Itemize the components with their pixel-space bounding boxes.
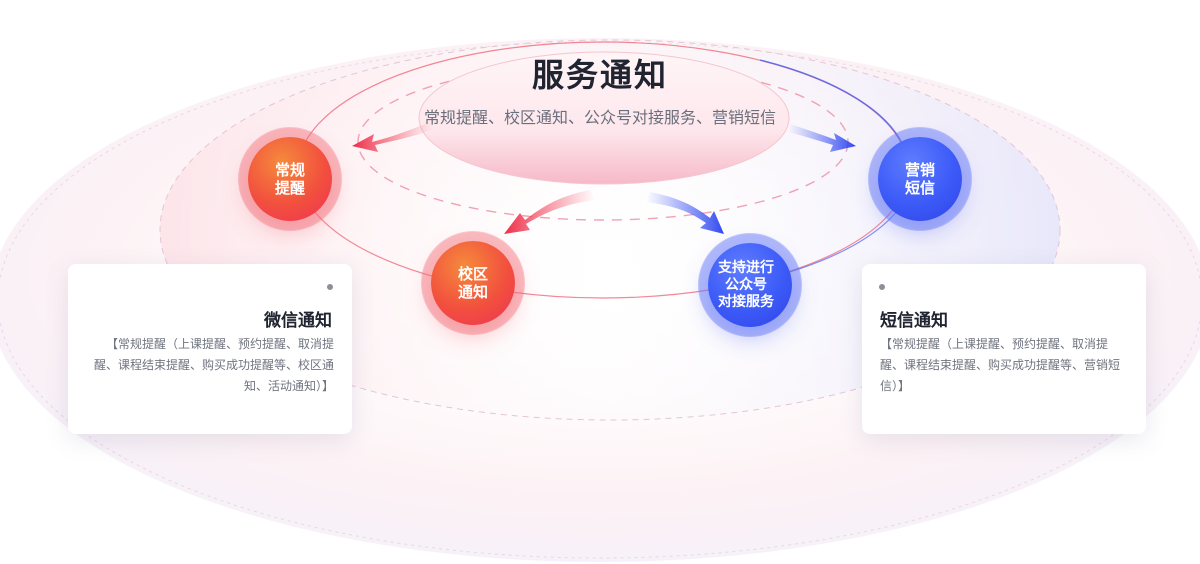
- node-label-line: 提醒: [274, 179, 305, 197]
- diagram-subtitle: 常规提醒、校区通知、公众号对接服务、营销短信: [423, 108, 776, 127]
- node-label-line: 支持进行: [718, 259, 774, 276]
- dot-icon: [879, 284, 885, 290]
- node-label-line: 对接服务: [718, 293, 774, 310]
- card-wechat-notice: 微信通知 【常规提醒（上课提醒、预约提醒、取消提醒、课程结束提醒、购买成功提醒等…: [68, 264, 352, 434]
- node-label-line: 通知: [457, 283, 488, 301]
- arrow-right-blue-icon: [788, 124, 856, 152]
- arrow-down-right-blue-icon: [646, 192, 724, 234]
- node-label-line: 常规: [274, 161, 305, 179]
- node-campus-notice: 校区通知: [431, 241, 515, 325]
- node-label-line: 短信: [904, 179, 935, 197]
- card-description: 【常规提醒（上课提醒、预约提醒、取消提醒、课程结束提醒、购买成功提醒等、营销短信…: [880, 337, 1121, 393]
- node-regular-reminder: 常规提醒: [248, 137, 332, 221]
- dot-icon: [327, 284, 333, 290]
- node-label-line: 营销: [904, 161, 935, 179]
- node-marketing-sms: 营销短信: [878, 137, 962, 221]
- card-sms-notice: 短信通知 【常规提醒（上课提醒、预约提醒、取消提醒、课程结束提醒、购买成功提醒等…: [862, 264, 1146, 434]
- card-title: 短信通知: [880, 311, 948, 331]
- node-official-account-service: 支持进行公众号对接服务: [708, 243, 792, 327]
- arrow-down-left-red-icon: [504, 190, 595, 234]
- diagram-title: 服务通知: [531, 56, 668, 94]
- arrow-left-red-icon: [352, 122, 432, 152]
- card-description: 【常规提醒（上课提醒、预约提醒、取消提醒、课程结束提醒、购买成功提醒等、校区通知…: [94, 337, 335, 393]
- node-label-line: 校区: [457, 265, 488, 283]
- card-title: 微信通知: [264, 311, 332, 331]
- node-label-line: 公众号: [725, 276, 767, 293]
